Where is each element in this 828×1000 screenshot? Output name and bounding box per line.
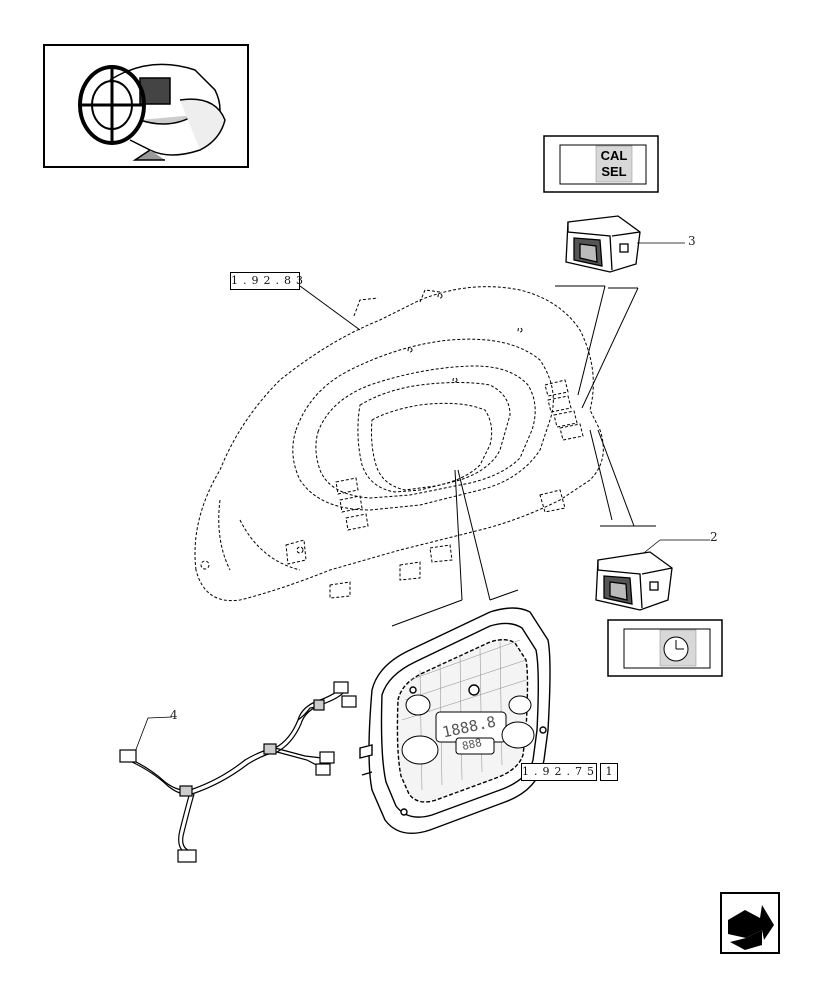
sel-symbol-label: SEL [601, 164, 627, 179]
clock-symbol-box [607, 619, 723, 677]
instrument-cluster-item-1 [359, 607, 551, 834]
reference-1-92-83[interactable]: 1.92.83 [230, 272, 303, 290]
page-navigation-arrow-icon[interactable] [720, 892, 780, 954]
wiring-harness-item-4 [119, 681, 357, 863]
cal-symbol-label: CAL [600, 148, 628, 163]
callout-item-3: 3 [688, 234, 696, 248]
cab-steering-wheel-locator-icon [78, 63, 226, 161]
rocker-switch-item-3 [565, 215, 685, 273]
reference-quantity: 1 [600, 763, 618, 781]
callout-item-4: 4 [170, 708, 178, 722]
locator-thumbnail [43, 44, 249, 168]
rocker-switch-item-2 [595, 551, 673, 611]
callout-item-2: 2 [710, 530, 718, 544]
cal-sel-symbol-box [543, 135, 659, 193]
dashboard-housing-outline [194, 286, 604, 602]
reference-1-92-75[interactable]: 1.92.75 [521, 763, 597, 781]
